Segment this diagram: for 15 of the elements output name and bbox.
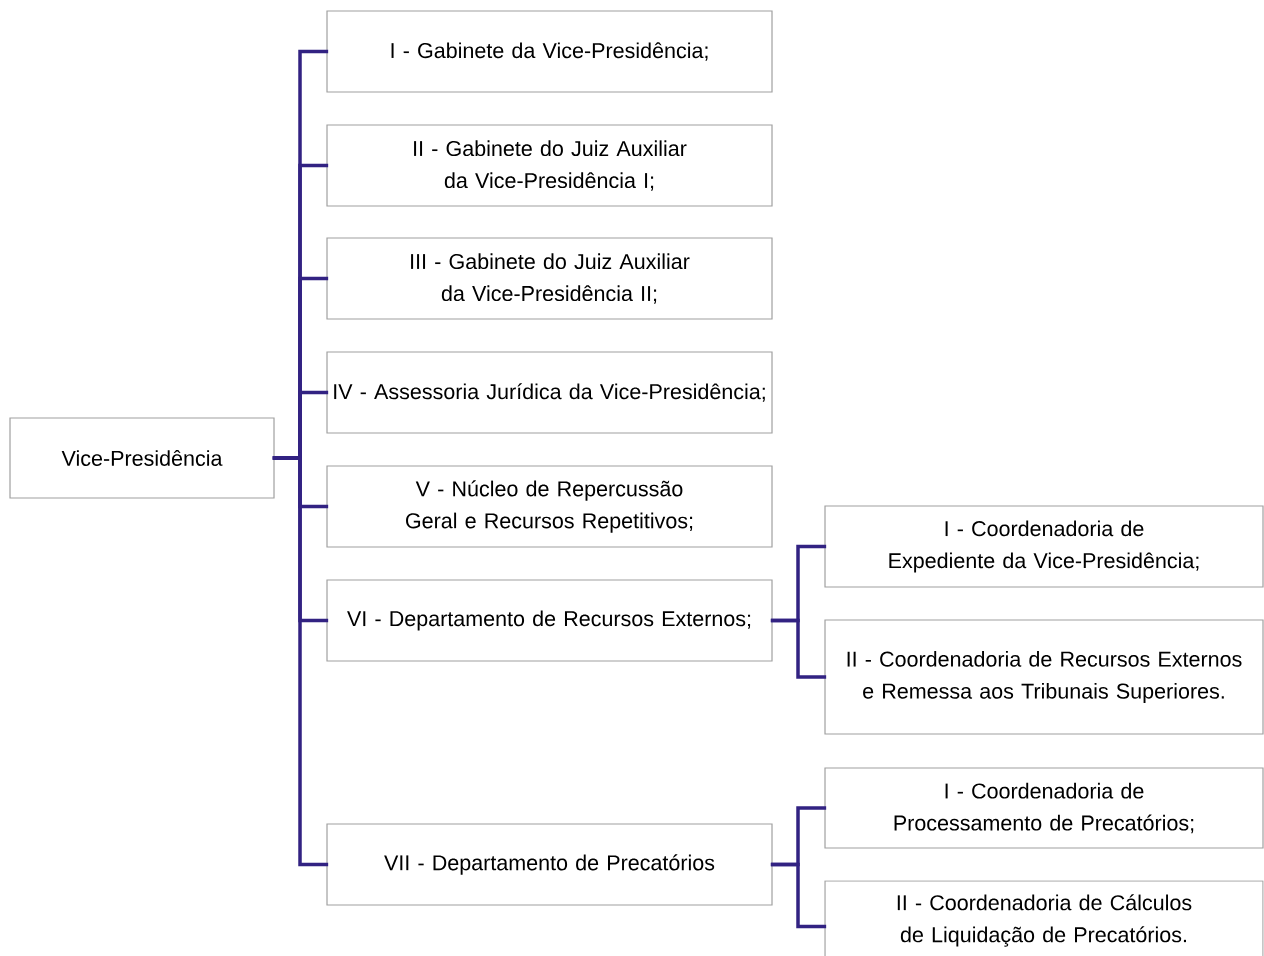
org-box: IV - Assessoria Jurídica da Vice-Presidência;: [326, 351, 773, 434]
connector-line: [272, 456, 329, 867]
connector-line: [770, 862, 827, 929]
org-box: Vice-Presidência: [9, 417, 275, 499]
org-box: I - Coordenadoria de Expediente da Vice-Presidência;: [824, 505, 1264, 588]
org-box: III - Gabinete do Juiz Auxiliar da Vice-Presidência II;: [326, 237, 773, 320]
org-box: II - Coordenadoria de Cálculos de Liquidação de Precatórios.: [824, 880, 1264, 956]
org-box: II - Coordenadoria de Recursos Externos e Remessa aos Tribunais Superiores.: [824, 619, 1264, 735]
org-box: I - Coordenadoria de Processamento de Precatórios;: [824, 767, 1264, 849]
org-box: VII - Departamento de Precatórios: [326, 823, 773, 906]
org-box: V - Núcleo de Repercussão Geral e Recursos Repetitivos;: [326, 465, 773, 548]
connector-line: [770, 618, 827, 679]
org-box: I - Gabinete da Vice-Presidência;: [326, 10, 773, 93]
org-box: II - Gabinete do Juiz Auxiliar da Vice-Presidência I;: [326, 124, 773, 207]
org-box: VI - Departamento de Recursos Externos;: [326, 579, 773, 662]
